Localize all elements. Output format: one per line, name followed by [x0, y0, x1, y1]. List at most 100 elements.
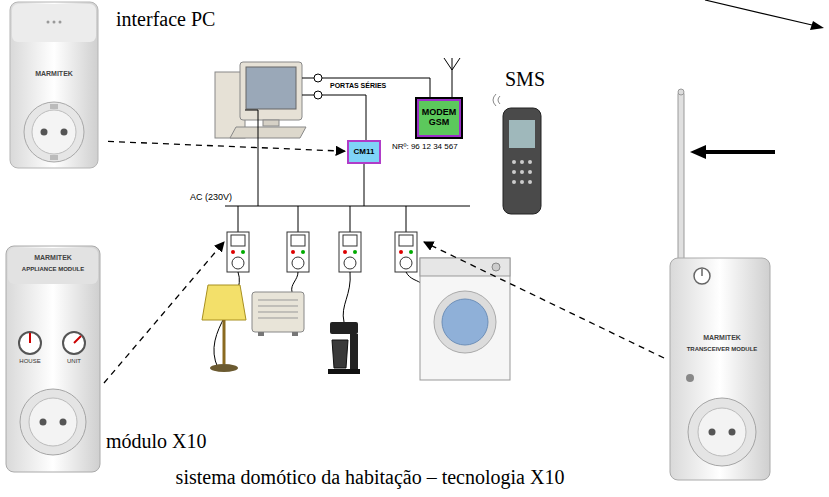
heater-illustration [252, 272, 304, 336]
mobile-phone-illustration [528, 180, 532, 184]
lamp-illustration [202, 272, 246, 372]
socket-modules [353, 250, 357, 254]
transceiver-module-photo [688, 398, 756, 466]
transceiver-module-photo [686, 374, 694, 382]
interface-pc-photo [50, 155, 58, 160]
socket-modules [395, 232, 417, 272]
brand-label: MARMITEK [14, 70, 94, 78]
socket-modules [343, 250, 347, 254]
mains-label: AC (230V) [190, 193, 232, 203]
wiring [298, 206, 299, 232]
interface-pc-photo [10, 2, 98, 168]
interface-pc-photo [53, 21, 56, 24]
mobile-phone-illustration [503, 108, 541, 214]
socket-modules [231, 235, 245, 246]
appliance-module-photo [8, 248, 98, 284]
socket-modules [231, 250, 235, 254]
wiring [245, 110, 258, 206]
socket-modules [344, 257, 356, 269]
pointer-arrows [104, 0, 824, 383]
interface-pc-photo [10, 2, 98, 168]
dial-label: HOUSE [15, 358, 45, 365]
mobile-phone-illustration [512, 170, 516, 174]
socket-modules [399, 250, 403, 254]
socket-modules [291, 250, 295, 254]
socket-modules [291, 235, 305, 246]
heater-illustration [258, 318, 298, 319]
figure-caption: sistema domótico da habitação – tecnolog… [90, 466, 650, 488]
appliance-module-photo [19, 332, 41, 354]
heater-illustration [252, 292, 304, 332]
mobile-phone-illustration [528, 160, 532, 164]
appliance-module-photo [29, 333, 31, 343]
heater-illustration [292, 272, 298, 292]
mobile-phone-illustration [498, 96, 500, 104]
coffee-maker-illustration [328, 272, 360, 374]
coffee-maker-illustration [350, 334, 358, 370]
pointer-arrows [810, 21, 824, 30]
box-text: MODEM GSM [419, 108, 459, 128]
coffee-maker-illustration [332, 340, 348, 368]
antenna-symbol [444, 58, 460, 97]
computer-illustration [240, 62, 302, 120]
interface-device: interface PC [8, 2, 100, 170]
coffee-maker-illustration [343, 272, 350, 322]
antenna-symbol [444, 58, 452, 70]
appliance-module-photo [63, 332, 85, 354]
computer-illustration [230, 127, 306, 138]
transceiver-module-photo [678, 92, 684, 264]
coffee-maker-illustration [328, 369, 360, 374]
wiring [406, 206, 407, 232]
wiring [350, 206, 351, 232]
pointer-arrows [702, 150, 775, 154]
antenna-symbol [452, 58, 460, 70]
washing-machine-illustration [442, 299, 488, 345]
mobile-phone-illustration [493, 94, 496, 106]
transceiver-module-photo [698, 408, 746, 456]
socket-modules [409, 250, 413, 254]
heater-illustration [258, 312, 298, 313]
product-label: APPLIANCE MODULE [18, 266, 88, 273]
brand-label: MARMITEK [680, 334, 764, 342]
mobile-phone-illustration [493, 94, 541, 214]
heater-illustration [258, 300, 298, 301]
controller-box: CM11 [347, 140, 381, 164]
transceiver-module-photo [694, 268, 710, 284]
transceiver-module-photo [709, 429, 716, 436]
sms-label: SMS [505, 68, 545, 90]
washing-machine-illustration [420, 258, 510, 276]
module-label: módulo X10 [106, 430, 207, 452]
transceiver-module-photo [670, 89, 770, 480]
socket-modules [339, 232, 361, 272]
transceiver-module-photo [729, 429, 736, 436]
socket-modules [241, 250, 245, 254]
socket-modules [343, 235, 357, 246]
antenna-symbol [452, 58, 453, 97]
brand-label: MARMITEK [12, 254, 94, 262]
interface-pc-photo [12, 4, 96, 42]
heater-illustration [292, 332, 298, 336]
port-label: PORTAS SÉRIES [330, 82, 386, 90]
appliance-module-photo [74, 336, 81, 343]
interface-pc-photo [61, 129, 68, 136]
computer-illustration [302, 78, 314, 79]
pointer-arrows [690, 145, 706, 159]
appliance-module-photo [60, 419, 67, 426]
appliance-module-photo [6, 246, 100, 472]
device-label: interface PC [116, 8, 215, 30]
wiring [238, 206, 239, 232]
socket-modules [301, 250, 305, 254]
interface-pc-photo [59, 21, 62, 24]
appliance-module-photo [40, 419, 47, 426]
pointer-arrows [705, 0, 812, 25]
socket-modules [227, 232, 249, 272]
appliance-module-photo [6, 246, 100, 472]
box-text: CM11 [354, 148, 375, 157]
mobile-phone-illustration [520, 180, 524, 184]
socket-modules [232, 257, 244, 269]
interface-pc-photo [24, 102, 84, 162]
dial-label: UNIT [59, 358, 89, 365]
wiring [225, 78, 470, 232]
